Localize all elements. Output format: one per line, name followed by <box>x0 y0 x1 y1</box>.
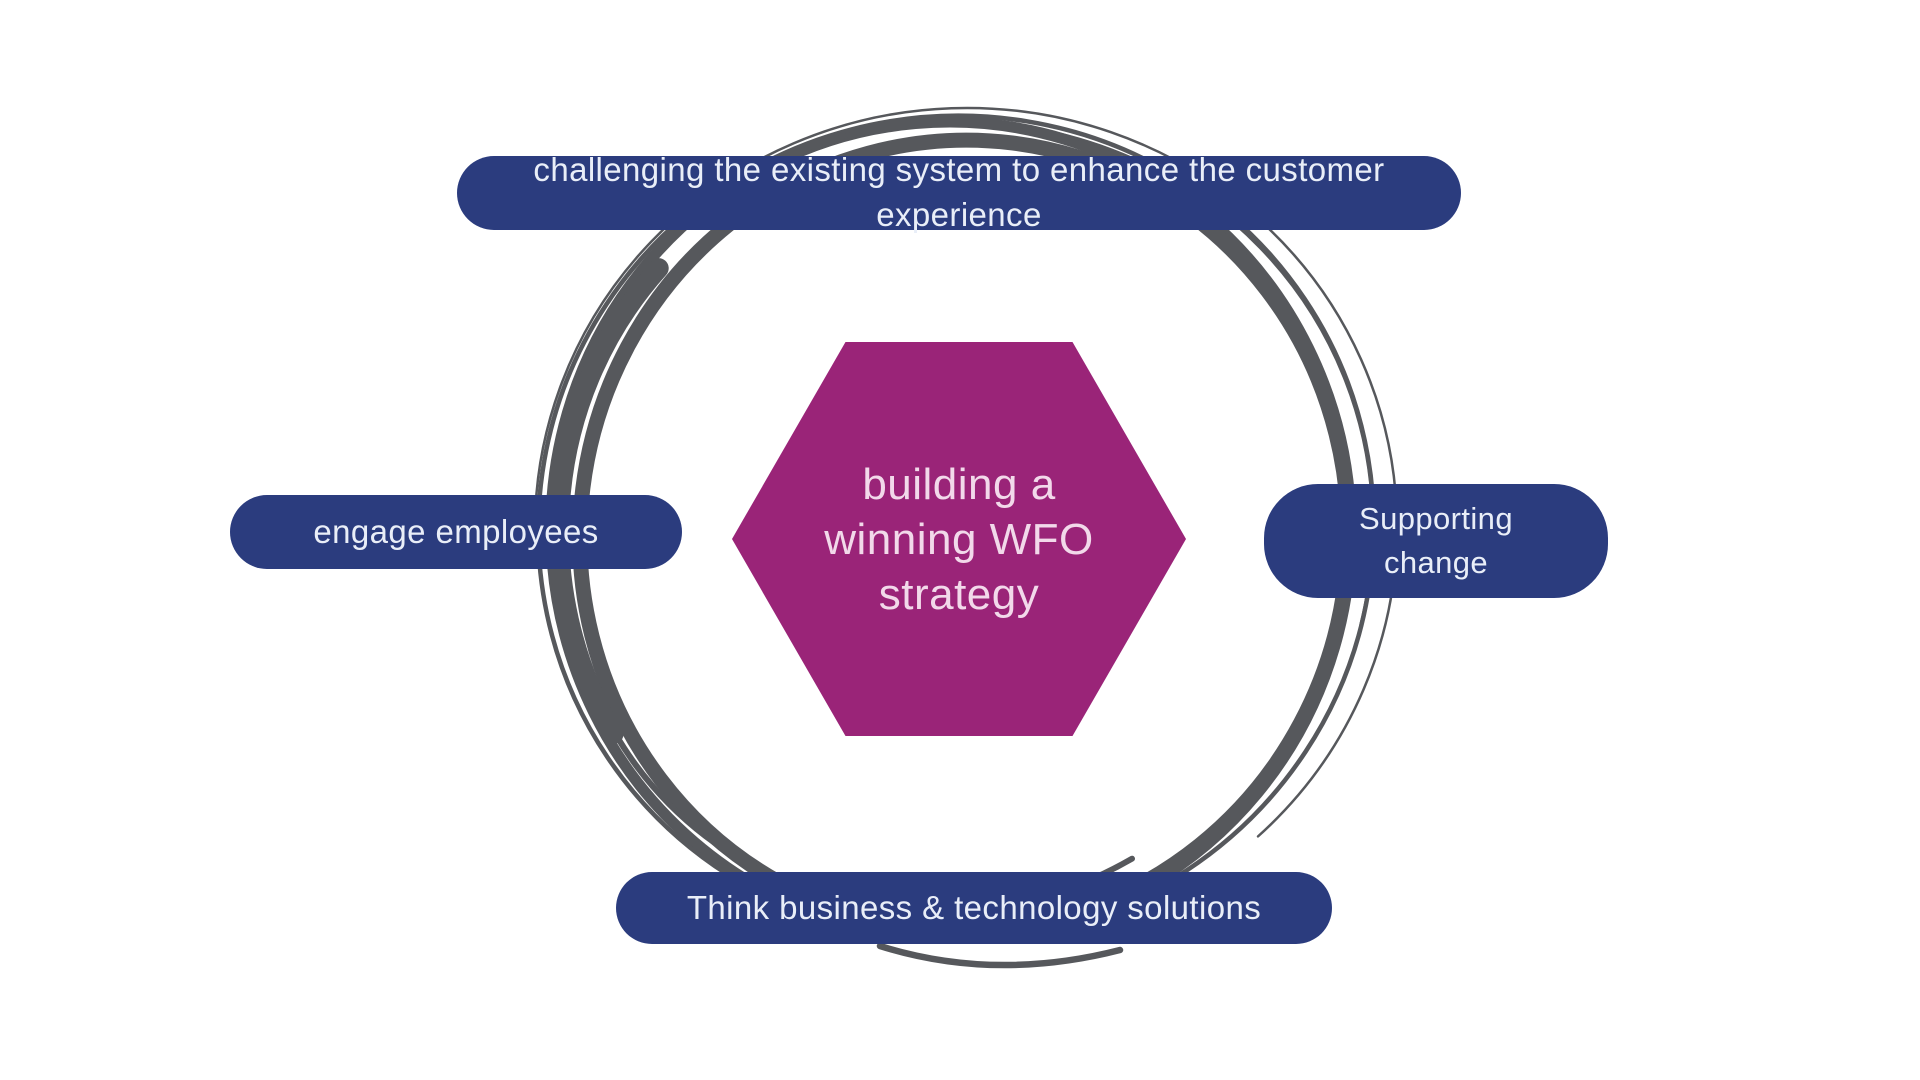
brush-arc-left-heavy <box>548 129 1358 947</box>
pill-right-line-1: Supporting <box>1359 501 1513 536</box>
pill-left-label: engage employees <box>313 512 599 550</box>
pill-supporting-change: Supporting change <box>1264 484 1608 598</box>
hexagon-line-1: building a <box>862 459 1056 509</box>
pill-right-line-2: change <box>1383 545 1489 580</box>
brush-tail <box>876 942 1124 969</box>
pill-bottom-label: Think business & technology solutions <box>686 888 1262 926</box>
pill-customer-experience: challenging the existing system to enhan… <box>457 151 1461 233</box>
hexagon-line-3: strategy <box>878 569 1040 619</box>
brush-arc-top <box>541 121 1375 943</box>
pill-business-technology: Think business & technology solutions <box>616 872 1332 944</box>
hexagon-line-2: winning WFO <box>824 514 1094 564</box>
pill-top-label: challenging the existing system to enhan… <box>533 151 1385 233</box>
pill-engage-employees: engage employees <box>230 495 682 569</box>
